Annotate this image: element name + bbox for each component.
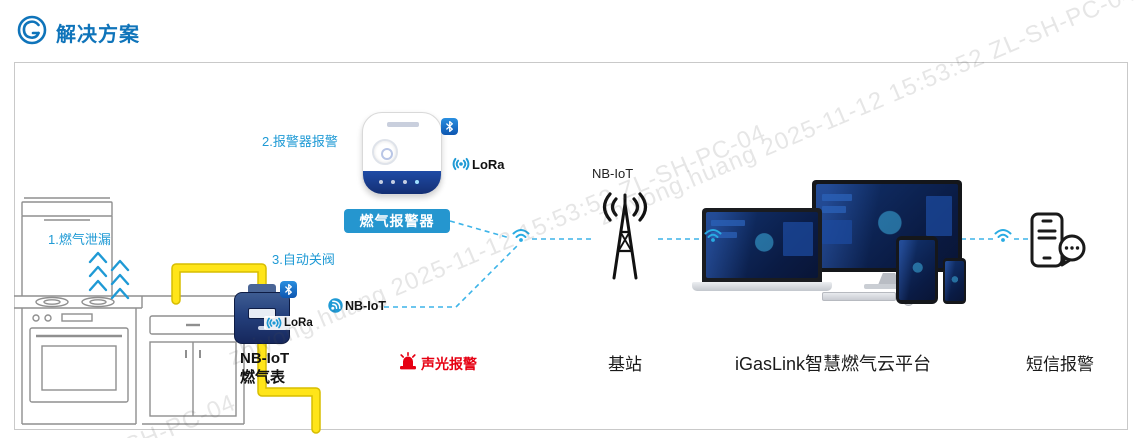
meter-nbiot-label: NB-IoT: [345, 298, 386, 313]
wifi-icon: [704, 229, 722, 242]
alarm-brand-mark: [387, 122, 419, 127]
step-3-valve-label: 3.自动关阀: [272, 252, 335, 267]
laptop: [702, 208, 822, 282]
dashboard-screen: [899, 240, 935, 300]
nbiot-signal-icon: [328, 298, 343, 313]
meter-nbiot-chip: NB-IoT: [326, 298, 388, 313]
monitor-base: [864, 284, 914, 289]
alarm-lora-label: LoRa: [472, 156, 505, 172]
bluetooth-icon: [280, 281, 297, 298]
meter-caption: NB-IoT 燃气表: [240, 349, 289, 387]
siren-icon: [400, 352, 416, 370]
alarm-led-band: [363, 171, 441, 194]
monitor-stand: [878, 273, 900, 285]
gas-leak-arrows-icon: [88, 251, 130, 300]
cloud-platform-devices: [692, 178, 970, 314]
alarm-test-button: [372, 139, 398, 165]
lora-signal-icon: [266, 317, 282, 329]
base-station-icon: [602, 192, 648, 280]
desktop-monitor: [812, 180, 962, 272]
brand-logo-icon: [17, 15, 47, 45]
alarm-lora-chip: LoRa: [450, 156, 507, 172]
smartphone: [943, 258, 966, 304]
dashboard-screen: [706, 212, 818, 278]
lora-signal-icon: [452, 157, 470, 171]
platform-caption: iGasLink智慧燃气云平台: [734, 354, 932, 374]
wifi-icon: [994, 229, 1012, 242]
step-2-alarm-label: 2.报警器报警: [262, 134, 338, 149]
sound-light-alarm-label: 声光报警: [421, 356, 477, 372]
sms-phone-icon: [1030, 212, 1086, 268]
meter-lora-chip: LoRa: [264, 316, 315, 330]
meter-caption-line1: NB-IoT: [240, 350, 290, 367]
gas-alarm-device: [362, 112, 442, 195]
gas-alarm-badge: 燃气报警器: [344, 209, 450, 233]
laptop-base: [692, 282, 832, 291]
page-title: 解决方案: [56, 24, 140, 46]
sms-caption: 短信报警: [1026, 355, 1094, 374]
bluetooth-icon: [441, 118, 458, 135]
keyboard: [822, 292, 896, 301]
tablet: [896, 236, 938, 304]
step-1-gas-leak-label: 1.燃气泄漏: [48, 232, 111, 247]
dashboard-screen: [816, 184, 958, 268]
base-station-caption: 基站: [608, 355, 642, 374]
kitchen-stove-illustration: [14, 197, 245, 425]
wifi-icon: [512, 229, 530, 242]
meter-caption-line2: 燃气表: [240, 369, 286, 386]
network-nbiot-label: NB-IoT: [592, 166, 634, 181]
dashboard-screen: [945, 261, 964, 301]
meter-lora-label: LoRa: [284, 317, 313, 329]
